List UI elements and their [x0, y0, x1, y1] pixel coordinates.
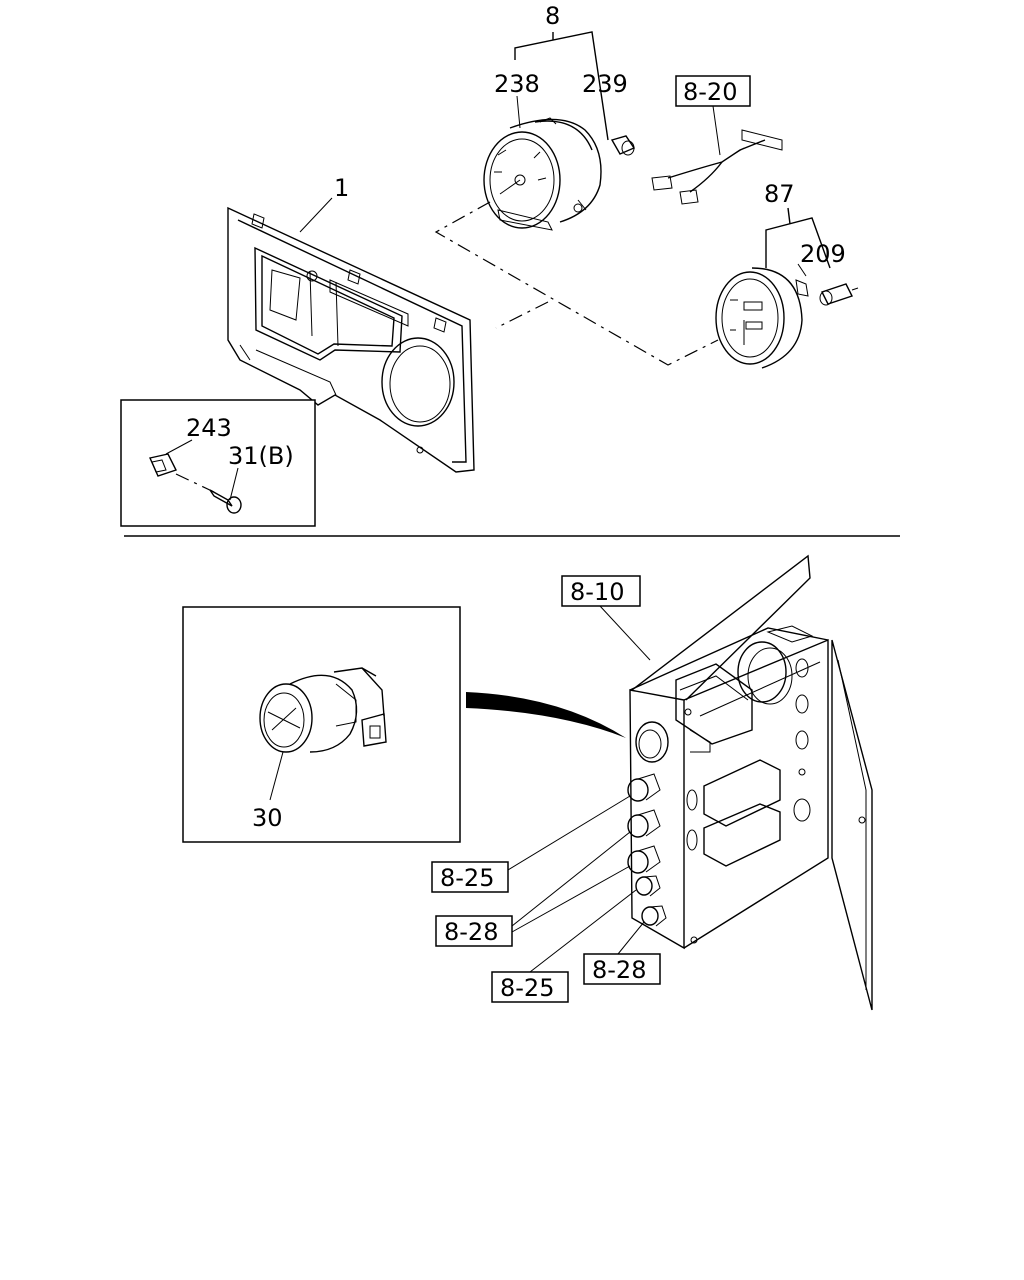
- label-239: 239: [582, 70, 628, 98]
- label-87: 87: [764, 180, 795, 208]
- label-1: 1: [334, 174, 349, 202]
- label-8: 8: [545, 2, 560, 30]
- label-209: 209: [800, 240, 846, 268]
- gauge-87: [715, 263, 809, 369]
- label-8-25-top: 8-25: [440, 864, 494, 892]
- label-30: 30: [252, 804, 283, 832]
- callout-box-8-28-right: [583, 953, 661, 985]
- instrument-panel-bezel: [227, 206, 475, 473]
- label-31b: 31(B): [228, 442, 294, 470]
- callout-box-8-28-left: [435, 915, 513, 947]
- inset-gauge-30: [182, 606, 461, 843]
- callout-box-8-10: [561, 575, 641, 607]
- label-8-28-right: 8-28: [592, 956, 646, 984]
- speedometer-gauge: [483, 117, 602, 231]
- label-243: 243: [186, 414, 232, 442]
- sensor-239: [610, 135, 636, 156]
- label-8-28-left: 8-28: [444, 918, 498, 946]
- wiring-harness: [651, 75, 783, 205]
- sender-209: [819, 283, 859, 306]
- callout-box-8-25-top: [431, 861, 509, 893]
- label-238: 238: [494, 70, 540, 98]
- label-8-25-bottom: 8-25: [500, 974, 554, 1002]
- label-8-20: 8-20: [683, 78, 737, 106]
- pointer-arrow: [466, 692, 626, 738]
- inset-clip-screw: [120, 399, 316, 527]
- callout-box-8-25-bottom: [491, 971, 569, 1003]
- label-8-10: 8-10: [570, 578, 624, 606]
- control-box: [627, 554, 873, 1011]
